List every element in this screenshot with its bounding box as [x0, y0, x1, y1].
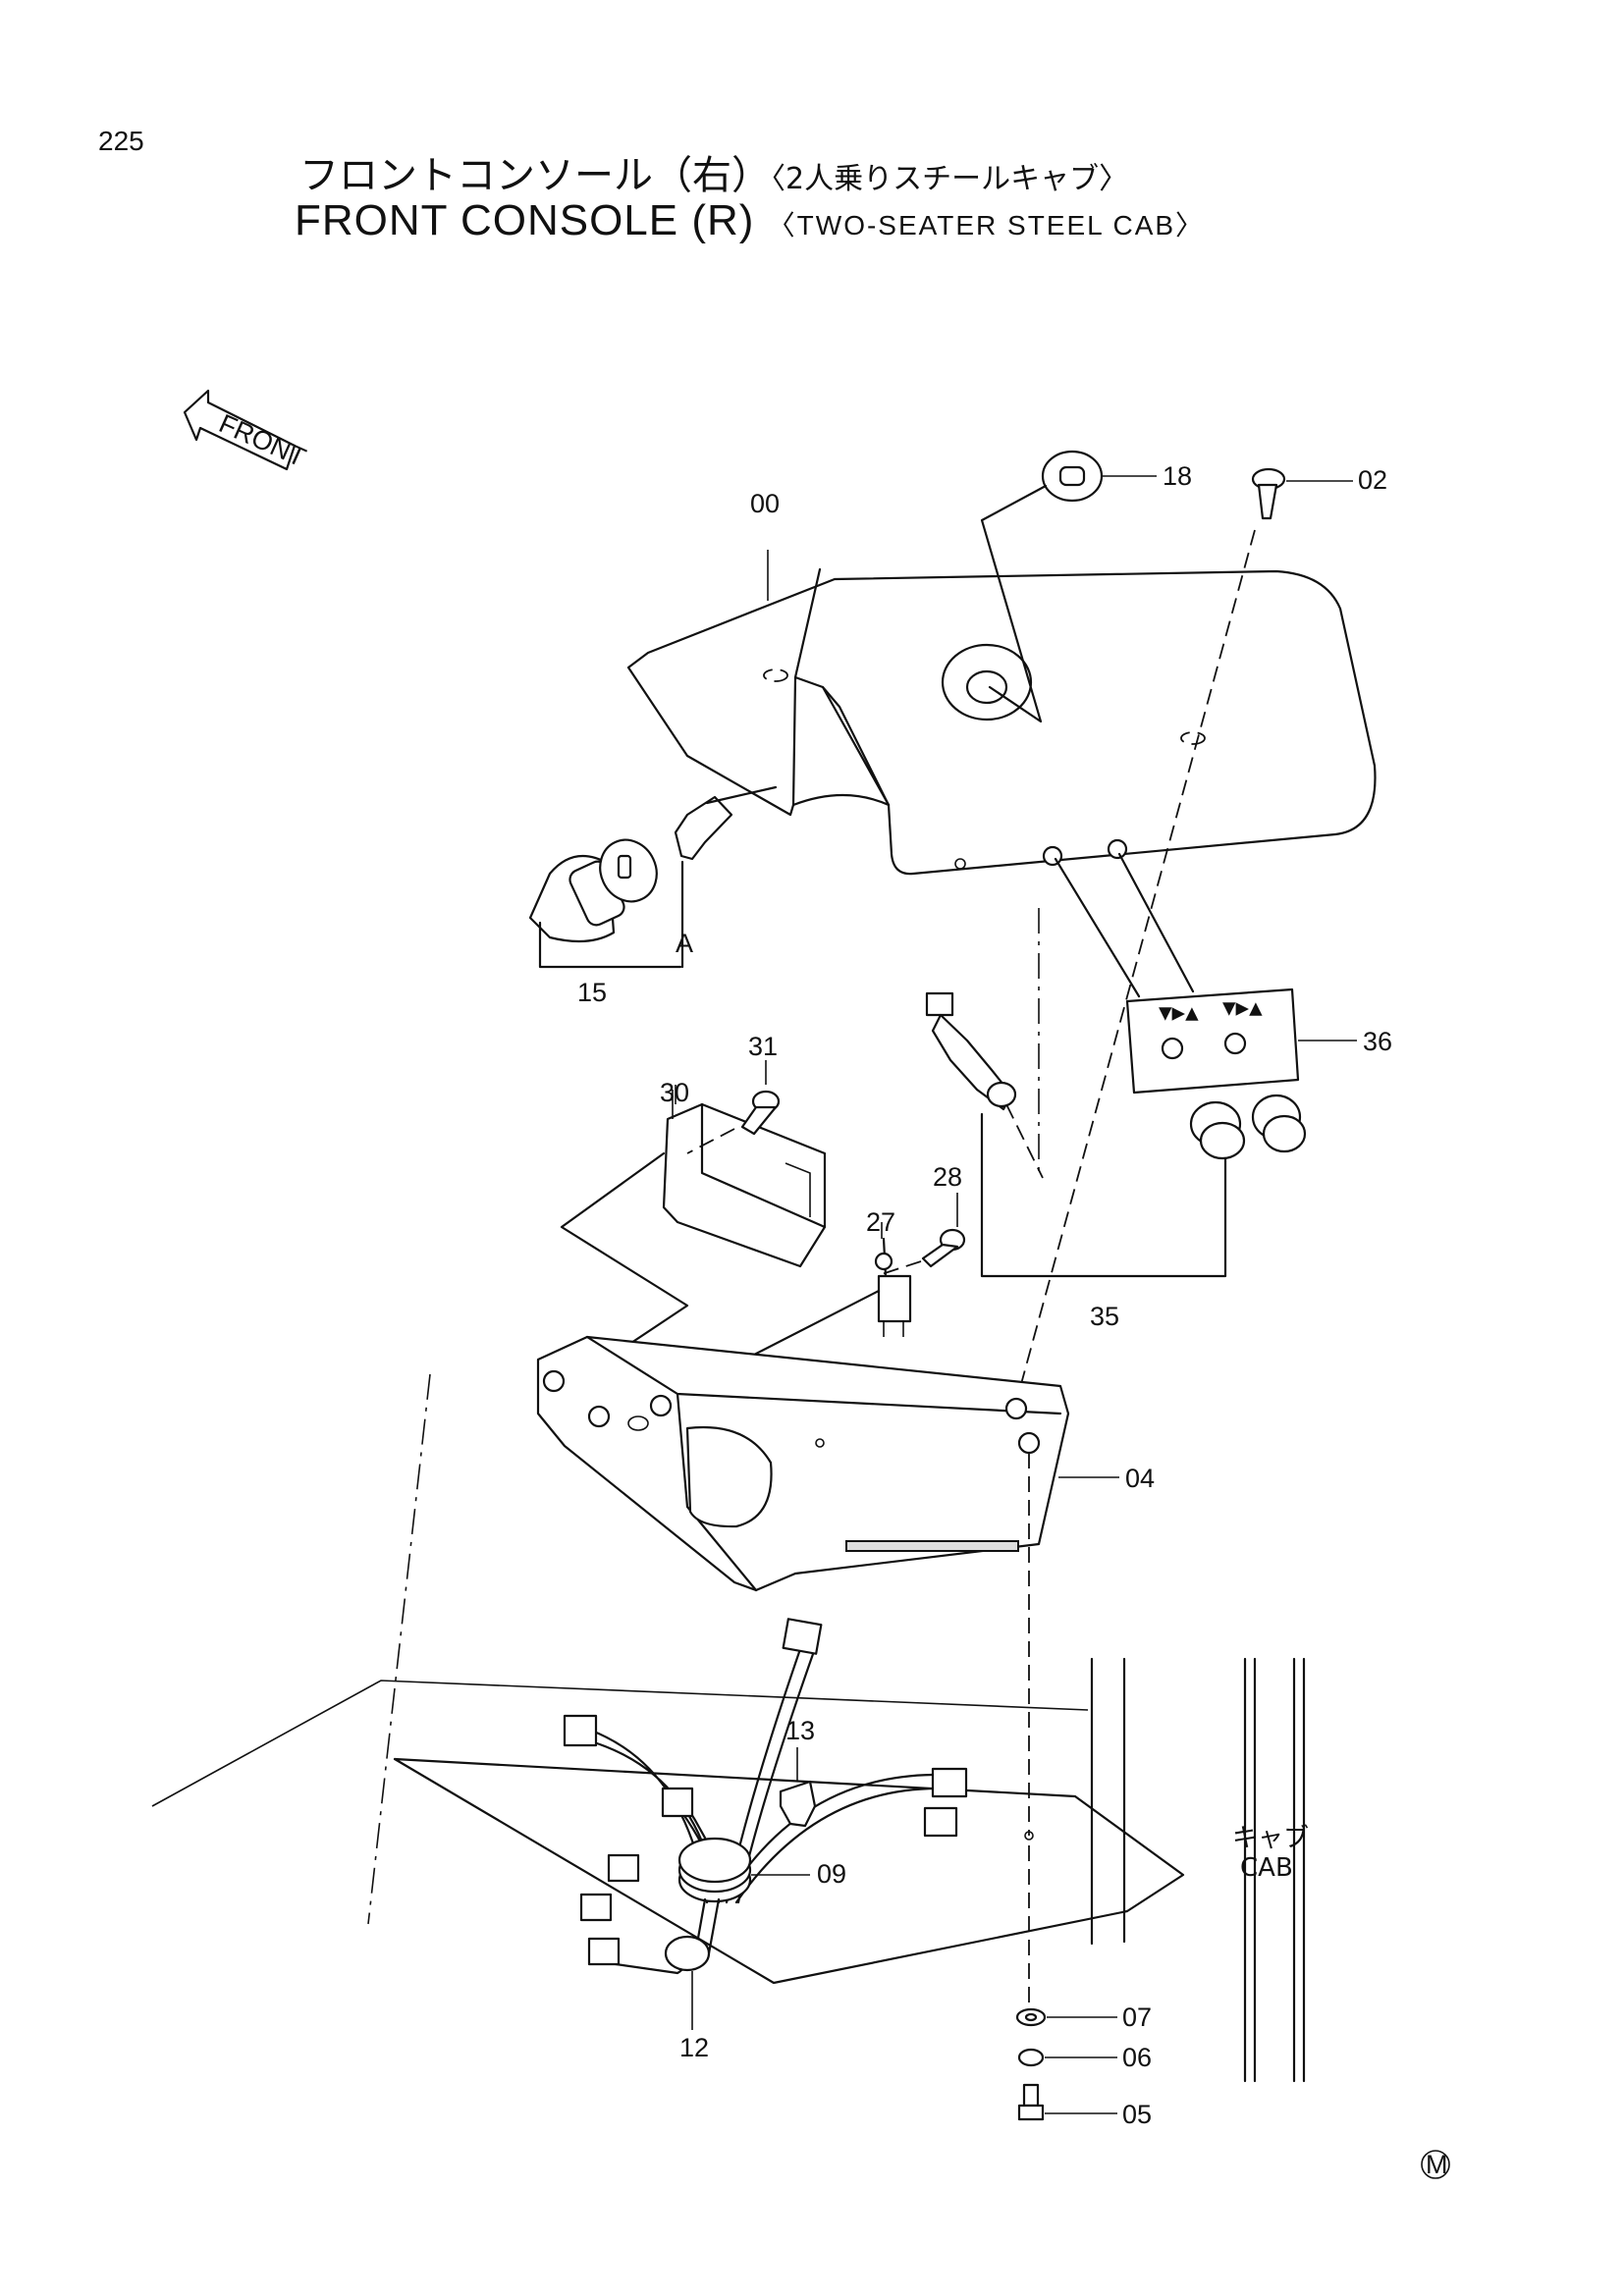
front-arrow-label: FRONT [215, 408, 310, 472]
title-japanese: フロントコンソール（右）〈2人乗りスチールキャブ〉 [299, 143, 1128, 200]
label-35: 35 [1090, 1302, 1119, 1331]
key-switch-15 [528, 785, 778, 969]
relay-box-30 [560, 1090, 827, 1355]
bolt-05 [1022, 2083, 1040, 2108]
label-00: 00 [750, 489, 780, 518]
key-icon [674, 795, 733, 861]
subtitle-jp: 〈2人乗りスチールキャブ〉 [771, 162, 1129, 196]
label-09: 09 [817, 1859, 846, 1889]
screw-31 [686, 1090, 781, 1154]
label-07: 07 [1122, 2002, 1152, 2032]
label-30: 30 [660, 1078, 689, 1107]
clip-13 [779, 1780, 817, 1828]
title-jp-main: フロントコンソール（右） [299, 153, 771, 198]
knobs-35 [925, 908, 1307, 1278]
label-04: 04 [1125, 1464, 1155, 1493]
front-arrow-icon: FRONT [183, 389, 310, 472]
cab-label-jp: キャブ [1232, 1824, 1310, 1853]
relay-27 [874, 1237, 912, 1337]
bracket-04 [536, 1335, 1119, 1836]
svg-text:▾▸▴: ▾▸▴ [1159, 997, 1199, 1027]
m-mark: M [1421, 2150, 1450, 2179]
title-en-main: FRONT CONSOLE (R) [295, 196, 755, 244]
label-13: 13 [785, 1716, 815, 1745]
label-31: 31 [748, 1032, 778, 1061]
lock-washer-06 [1017, 2048, 1045, 2067]
console-cover [626, 567, 1377, 876]
screw-02 [1020, 467, 1353, 1385]
label-15: 15 [577, 978, 607, 1007]
grommet-18 [980, 450, 1157, 723]
label-36: 36 [1363, 1027, 1392, 1056]
clip-12 [664, 1935, 711, 1972]
label-28: 28 [933, 1162, 962, 1192]
label-05: 05 [1122, 2100, 1152, 2129]
title-english: FRONT CONSOLE (R) 〈TWO-SEATER STEEL CAB〉 [295, 196, 1205, 245]
page-number: 225 [98, 126, 144, 156]
wiring-harness [563, 1618, 968, 2030]
plate-36: ▾▸▴ ▾▸▴ [1054, 852, 1357, 1095]
label-02: 02 [1358, 465, 1387, 495]
label-12: 12 [679, 2033, 709, 2062]
svg-text:▾▸▴: ▾▸▴ [1222, 992, 1263, 1022]
label-27: 27 [866, 1207, 895, 1237]
m-mark-label: M [1426, 2150, 1448, 2179]
label-18: 18 [1163, 461, 1192, 491]
cab-label-en: CAB [1240, 1853, 1293, 1883]
fasteners [1015, 2007, 1117, 2121]
label-06: 06 [1122, 2043, 1152, 2072]
subtitle-en: 〈TWO-SEATER STEEL CAB〉 [767, 210, 1206, 240]
label-A: A [676, 929, 693, 958]
